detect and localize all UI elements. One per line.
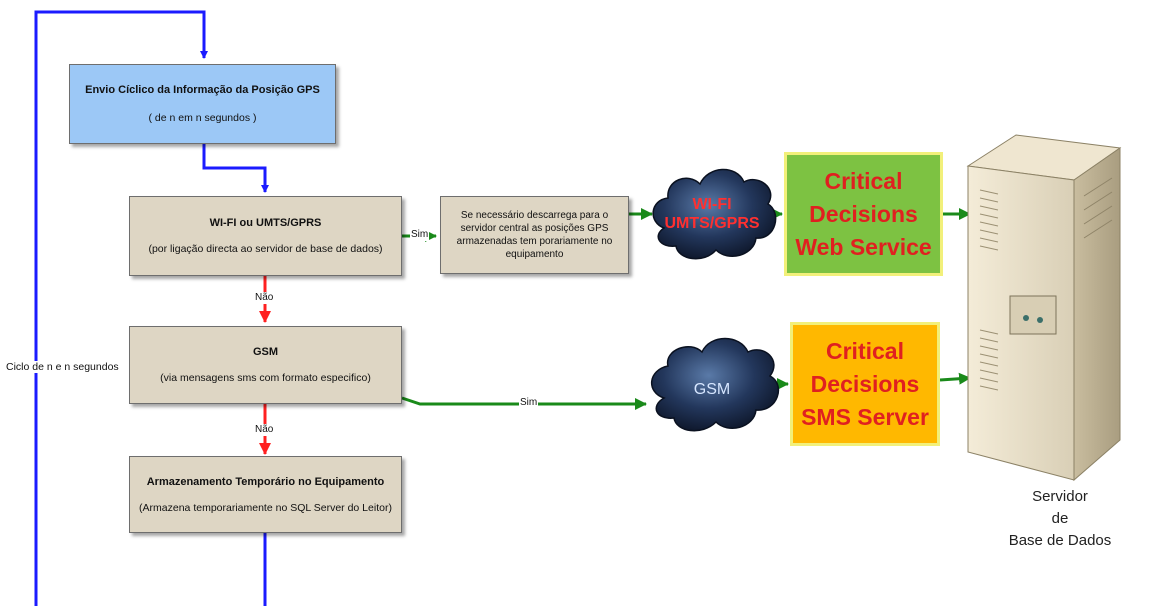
gps-cycle-box: Envio Cíclico da Informação da Posição G…	[69, 64, 336, 144]
wifi-cloud-label: WI-FI UMTS/GPRS	[652, 195, 772, 233]
server-icon	[966, 134, 1122, 482]
web-service-box: Critical Decisions Web Service	[784, 152, 943, 276]
download-box-text: Se necessário descarrega para o servidor…	[456, 210, 613, 260]
wifi-cloud-line1: WI-FI	[692, 196, 732, 213]
no-label-1: Não	[254, 292, 275, 304]
gsm-cloud-label: GSM	[693, 381, 731, 398]
loop-label: Ciclo de n e n segundos	[5, 361, 120, 373]
wifi-box-subtitle: (por ligação directa ao servidor de base…	[148, 243, 383, 255]
wifi-box: WI-FI ou UMTS/GPRS (por ligação directa …	[129, 196, 402, 276]
web-service-line2: Decisions	[809, 200, 918, 227]
gsm-box: GSM (via mensagens sms com formato espec…	[129, 326, 402, 404]
server-caption-line3: Base de Dados	[1008, 532, 1112, 549]
yes-label-1: Sim	[410, 229, 430, 241]
storage-box-title: Armazenamento Temporário no Equipamento	[146, 475, 385, 488]
loop-line	[34, 10, 269, 606]
server-caption-line2: de	[1051, 510, 1069, 527]
storage-box: Armazenamento Temporário no Equipamento …	[129, 456, 402, 533]
sms-server-line3: SMS Server	[801, 403, 929, 430]
yes-label-2: Sim	[519, 397, 539, 409]
server-caption: Servidor de Base de Dados	[990, 486, 1130, 552]
sms-server-line2: Decisions	[810, 370, 920, 397]
cloud-icon	[651, 337, 780, 432]
storage-box-subtitle: (Armazena temporariamente no SQL Server …	[139, 501, 392, 514]
gps-box-subtitle: ( de n em n segundos )	[148, 112, 257, 124]
no-label-2: Não	[254, 424, 275, 436]
web-service-line1: Critical	[824, 167, 903, 194]
sms-server-box: Critical Decisions SMS Server	[790, 322, 940, 446]
gsm-box-title: GSM	[252, 346, 279, 358]
wifi-box-title: WI-FI ou UMTS/GPRS	[209, 217, 322, 229]
gsm-box-subtitle: (via mensagens sms com formato especific…	[160, 372, 371, 384]
cloud-icon	[652, 168, 777, 260]
wifi-cloud-line2: UMTS/GPRS	[664, 215, 760, 232]
download-box: Se necessário descarrega para o servidor…	[440, 196, 629, 274]
web-service-line3: Web Service	[795, 233, 932, 260]
sms-server-line1: Critical	[826, 337, 904, 364]
gps-box-title: Envio Cíclico da Informação da Posição G…	[85, 84, 320, 96]
server-caption-line1: Servidor	[1032, 488, 1088, 505]
